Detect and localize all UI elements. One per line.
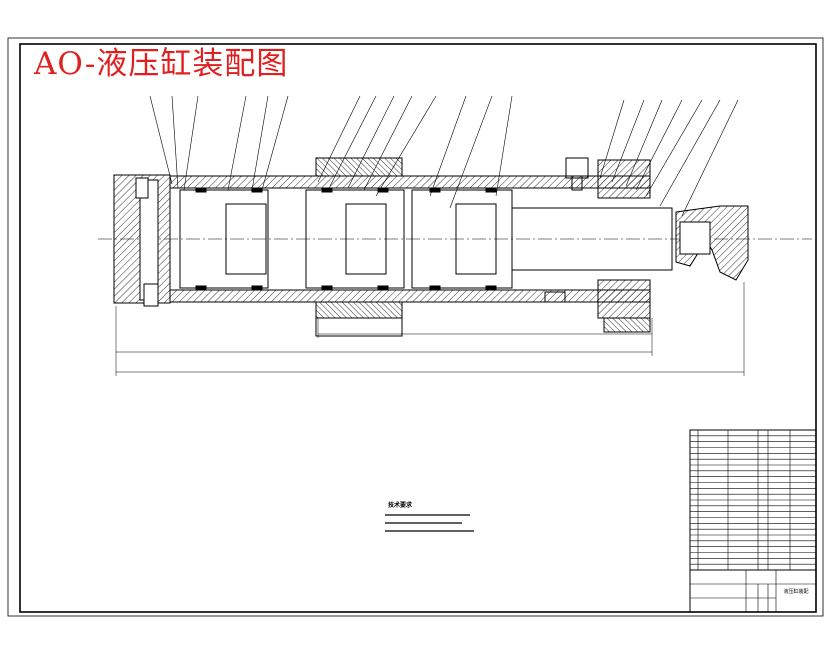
- title-block: 液压缸装配: [689, 569, 817, 613]
- mounting-base: [315, 301, 403, 337]
- parts-list: [689, 429, 817, 571]
- drawing-name: 液压缸装配: [783, 588, 808, 595]
- front-gland: [597, 159, 651, 199]
- part-leaders: [149, 95, 739, 217]
- piston-1: [179, 189, 269, 289]
- drawing-title: AO-液压缸装配图: [34, 46, 289, 82]
- piston-rod: [511, 207, 673, 271]
- oil-port-1: [565, 157, 589, 179]
- technical-requirements: 技术要求: [385, 501, 474, 532]
- inner-border: [19, 43, 817, 613]
- piston-2: [305, 189, 405, 289]
- outer-border: [7, 37, 824, 617]
- trunnion-block: [315, 157, 403, 177]
- dimension-lines: [115, 282, 745, 376]
- cylinder-section-view: [113, 157, 749, 337]
- tech-requirements-heading: 技术要求: [388, 501, 413, 509]
- oil-port-2: [544, 291, 566, 303]
- barrel-wall-bottom: [169, 289, 651, 303]
